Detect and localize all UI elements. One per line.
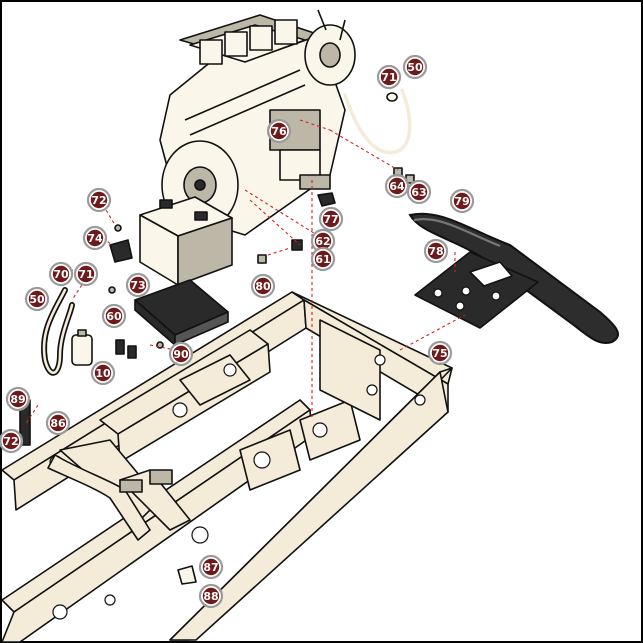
callout-labels: 71 50 76 64 63 79 72 74 77 62 61 78 70 71 50 73 80 60 90 10… [0,54,475,609]
callout-number: 79 [454,195,469,208]
callout-89: 89 [5,386,31,412]
callout-72: 72 [0,428,24,454]
callout-75: 75 [427,340,453,366]
callout-10: 10 [90,360,116,386]
callout-number: 72 [3,435,18,448]
callout-number: 87 [203,561,218,574]
callout-78: 78 [423,238,449,264]
callout-71: 71 [73,261,99,287]
callout-64: 64 [384,173,410,199]
callout-number: 72 [91,194,106,207]
bracket-62 [291,239,303,251]
callout-number: 88 [203,590,218,603]
callout-number: 61 [315,253,330,266]
callout-number: 80 [255,280,271,293]
callout-number: 86 [50,417,66,430]
callout-77: 77 [318,206,344,232]
callout-number: 50 [407,61,423,74]
callout-70: 70 [48,261,74,287]
callout-number: 75 [432,347,447,360]
upper-coolant-hose-inner [343,88,412,155]
callout-number: 60 [106,310,122,323]
callout-72: 72 [86,187,112,213]
battery-hold-down [109,239,133,263]
callout-73: 73 [125,272,151,298]
battery [139,196,233,286]
bumper-mount-plate [414,251,539,329]
callout-63: 63 [406,179,432,205]
callout-50: 50 [24,286,50,312]
callout-number: 10 [95,367,111,380]
callout-50: 50 [402,54,428,80]
callout-79: 79 [449,188,475,214]
fuel-filter [71,329,93,366]
callout-number: 70 [53,268,69,281]
lower-fuel-hose-inner [42,288,74,374]
relay [115,339,125,355]
callout-number: 73 [130,279,145,292]
callout-87: 87 [198,554,224,580]
callout-number: 62 [315,235,330,248]
callout-61: 61 [310,246,336,272]
callout-80: 80 [250,273,276,299]
callout-number: 78 [428,245,443,258]
callout-number: 71 [381,71,396,84]
callout-90: 90 [168,341,194,367]
callout-number: 89 [10,393,25,406]
callout-71: 71 [376,64,402,90]
callout-76: 76 [266,118,292,144]
chassis-frame [1,291,453,643]
callout-number: 77 [323,213,338,226]
bracket-77 [317,192,336,207]
callout-number: 63 [411,186,426,199]
callout-number: 50 [29,293,45,306]
callout-number: 71 [78,268,93,281]
callout-number: 74 [87,232,103,245]
callout-88: 88 [198,583,224,609]
callout-number: 76 [271,125,287,138]
callout-number: 90 [173,348,189,361]
callout-60: 60 [101,303,127,329]
callout-number: 64 [389,180,405,193]
callout-74: 74 [82,225,108,251]
callout-86: 86 [45,410,71,436]
